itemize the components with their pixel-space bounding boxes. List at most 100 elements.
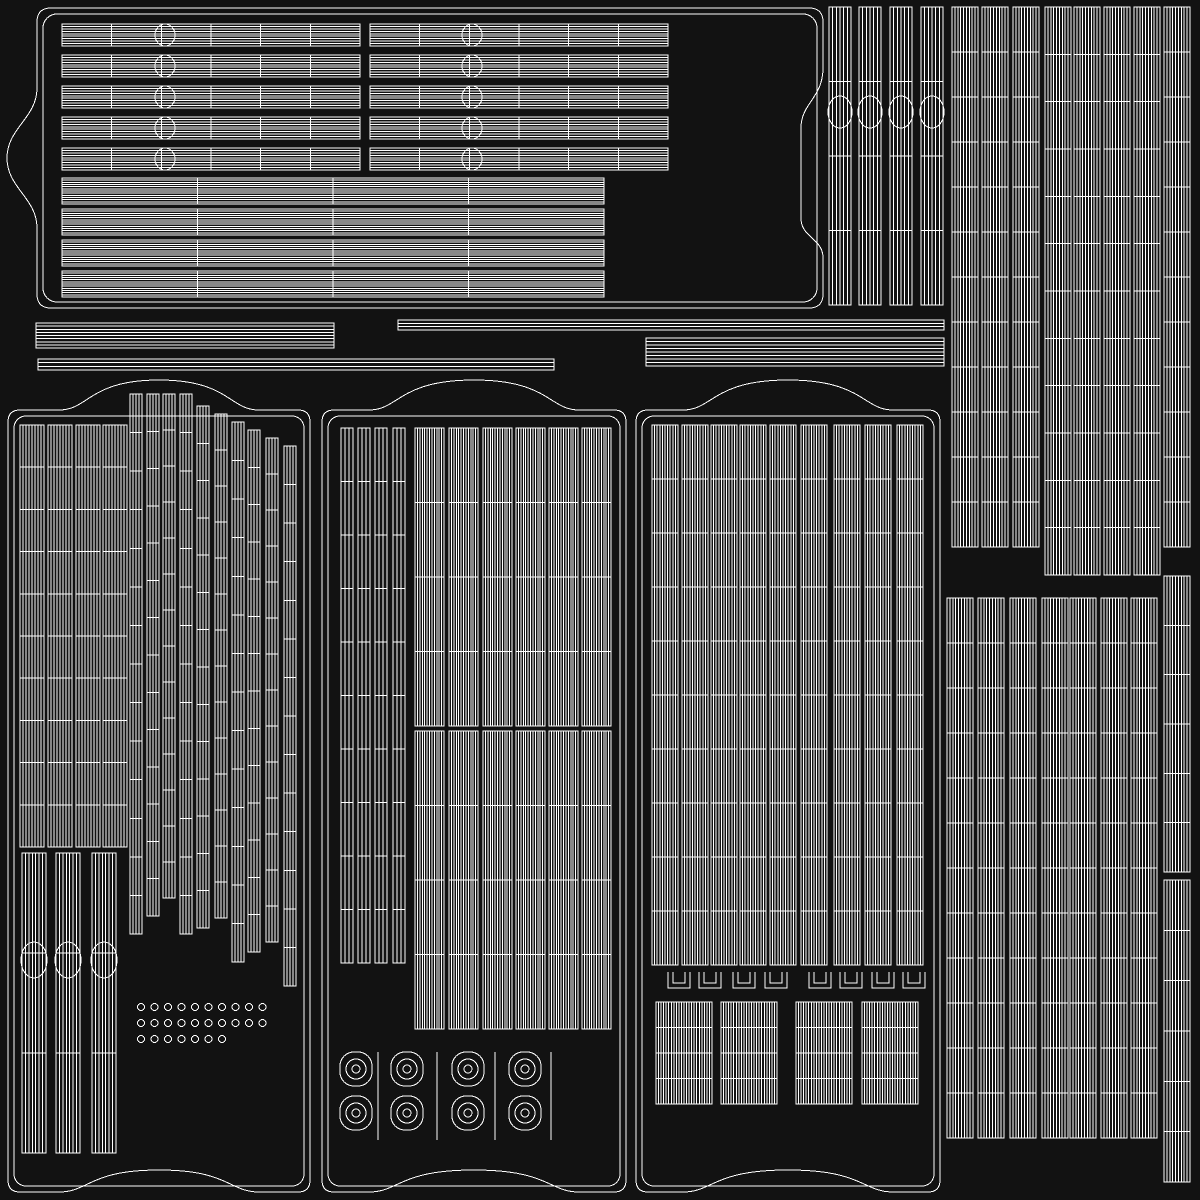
- rail-bulge: [461, 85, 483, 109]
- caster-hub: [457, 1058, 479, 1080]
- column-strip: [92, 853, 116, 1153]
- caster-axle: [520, 1064, 530, 1074]
- narrow-strip: [232, 422, 244, 962]
- bolt: [204, 1019, 213, 1027]
- grille-strip: [483, 731, 512, 1029]
- column-strip: [1164, 880, 1190, 1182]
- bolt: [150, 1019, 159, 1027]
- grille-strip: [652, 425, 678, 965]
- bolt: [245, 1003, 253, 1011]
- column-strip: [1134, 7, 1160, 575]
- grille-strip: [483, 428, 512, 726]
- caster-hub: [396, 1058, 418, 1080]
- column-bulge: [857, 95, 883, 129]
- narrow-strip: [130, 394, 142, 934]
- hinge: [765, 972, 787, 988]
- hinge: [699, 972, 721, 988]
- narrow-strip: [197, 406, 209, 928]
- bolt: [258, 1003, 267, 1011]
- rail-strip: [62, 148, 360, 170]
- column-bulge: [20, 941, 48, 979]
- rail-bulge: [461, 23, 483, 47]
- grille-block: [656, 1002, 712, 1104]
- grille-strip: [582, 731, 611, 1029]
- column-bulge: [919, 95, 945, 129]
- bar-strip: [62, 209, 604, 235]
- caster-wheel: [340, 1096, 372, 1130]
- caster-hub: [345, 1102, 367, 1124]
- narrow-strip: [215, 414, 227, 918]
- column-bulge: [54, 941, 82, 979]
- bolt: [218, 1035, 226, 1043]
- right-frame-panel: [636, 380, 940, 1192]
- bolt: [177, 1003, 186, 1011]
- grille-strip: [516, 731, 545, 1029]
- bolt: [177, 1035, 186, 1043]
- bolt: [177, 1019, 186, 1027]
- column-bulge: [90, 941, 118, 979]
- column-bulge: [827, 95, 853, 129]
- column-strip: [921, 7, 943, 305]
- caster-hub: [345, 1058, 367, 1080]
- grille-strip: [740, 425, 766, 965]
- rail-strip: [370, 86, 668, 108]
- column-strip: [1042, 598, 1068, 1138]
- bolt: [191, 1035, 199, 1043]
- rail-strip: [62, 24, 360, 46]
- grille-strip: [449, 731, 478, 1029]
- column-strip: [1074, 7, 1100, 575]
- grille-strip: [834, 425, 860, 965]
- frame-outline: [322, 380, 626, 1192]
- caster-wheel: [452, 1096, 484, 1130]
- grille-block: [721, 1002, 777, 1104]
- frame-outline: [7, 8, 823, 308]
- column-strip: [76, 425, 100, 847]
- hinge: [903, 972, 925, 988]
- column-strip: [1164, 576, 1190, 872]
- bolt: [258, 1019, 267, 1027]
- rail-strip: [370, 24, 668, 46]
- bolt: [231, 1019, 240, 1027]
- bolt: [218, 1003, 226, 1011]
- caster-axle: [463, 1064, 473, 1074]
- caster-wheel: [391, 1052, 423, 1086]
- column-strip: [982, 7, 1008, 547]
- column-strip: [978, 598, 1004, 1138]
- narrow-strip: [163, 394, 175, 898]
- column-bulge: [888, 95, 914, 129]
- rail-bulge: [154, 85, 176, 109]
- column-strip: [890, 7, 912, 305]
- rail-bulge: [154, 116, 176, 140]
- grille-strip: [549, 428, 578, 726]
- hinge: [668, 972, 690, 988]
- middle-frame-panel: [322, 380, 626, 1192]
- rail-bulge: [461, 147, 483, 171]
- thin-strip: [646, 338, 944, 366]
- grille-strip: [801, 425, 827, 965]
- column-strip: [22, 853, 46, 1153]
- bolt: [218, 1019, 226, 1027]
- left-frame-panel: [8, 380, 310, 1192]
- grille-strip: [865, 425, 891, 965]
- bolt: [164, 1003, 172, 1011]
- column-strip: [859, 7, 881, 305]
- rail-bulge: [461, 54, 483, 78]
- narrow-strip: [248, 430, 260, 952]
- hinge: [809, 972, 831, 988]
- rail-strip: [62, 55, 360, 77]
- frame-inner-border: [642, 416, 934, 1186]
- caster-wheel: [509, 1052, 541, 1086]
- caster-wheel: [452, 1052, 484, 1086]
- grille-block: [862, 1002, 918, 1104]
- caster-axle: [402, 1108, 412, 1118]
- narrow-strip: [266, 438, 278, 942]
- bolt: [231, 1003, 240, 1011]
- caster-hub: [396, 1102, 418, 1124]
- bolt: [245, 1019, 253, 1027]
- frame-inner-outline: [43, 14, 817, 302]
- grille-strip: [711, 425, 737, 965]
- column-strip: [1131, 598, 1157, 1138]
- column-strip: [829, 7, 851, 305]
- caster-axle: [520, 1108, 530, 1118]
